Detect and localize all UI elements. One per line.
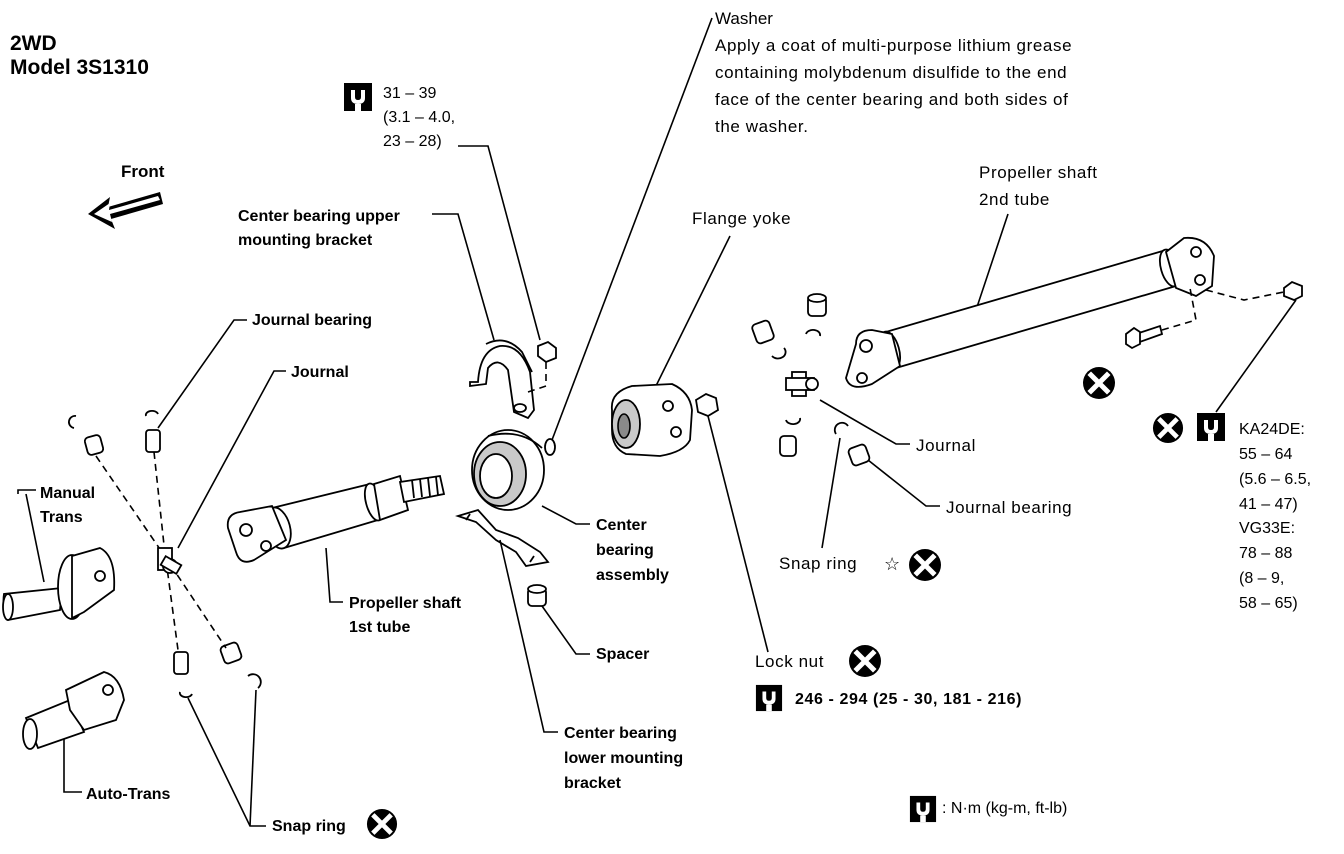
center-assembly-label-3: assembly <box>596 567 669 584</box>
title-line-2: Model 3S1310 <box>10 56 149 79</box>
journal-bearing-left-label: Journal bearing <box>252 312 372 329</box>
center-assembly-label-2: bearing <box>596 542 654 559</box>
flange-bolt <box>1125 287 1197 350</box>
center-assembly-label-1: Center <box>596 517 647 534</box>
upper-bracket-nut <box>527 340 557 393</box>
center-bearing-upper-bracket <box>469 339 535 420</box>
flange-yoke-label: Flange yoke <box>692 209 791 228</box>
front-label: Front <box>121 162 165 181</box>
torque-top-line-3: 23 – 28) <box>383 133 442 150</box>
do-not-reuse-icon-bolt <box>1083 367 1115 399</box>
title-line-1: 2WD <box>10 32 57 55</box>
right-journal-cross <box>785 371 819 397</box>
washer-note-line-4: the washer. <box>715 117 809 136</box>
torque-right-line-5: VG33E: <box>1239 520 1295 537</box>
manual-trans-flange <box>2 547 116 622</box>
torque-right-line-3: (5.6 – 6.5, <box>1239 471 1311 488</box>
flange-yoke <box>610 383 693 457</box>
torque-right-line-1: KA24DE: <box>1239 421 1305 438</box>
auto-trans-yoke <box>22 671 125 750</box>
lower-bracket-label-1: Center bearing <box>564 725 677 742</box>
torque-right-line-6: 78 – 88 <box>1239 545 1292 562</box>
lock-nut <box>695 392 719 418</box>
washer-note-line-3: face of the center bearing and both side… <box>715 90 1068 109</box>
torque-right-line-7: (8 – 9, <box>1239 570 1284 587</box>
lock-nut-label: Lock nut <box>755 652 824 671</box>
shaft-1st-label-2: 1st tube <box>349 619 410 636</box>
do-not-reuse-icon-lock-nut <box>849 645 881 677</box>
torque-right-line-8: 58 – 65) <box>1239 595 1298 612</box>
spacer <box>527 584 547 607</box>
torque-icon-top <box>344 83 372 111</box>
star-icon: ☆ <box>884 554 900 574</box>
torque-right-line-4: 41 – 47) <box>1239 496 1298 513</box>
lower-bracket-label-2: lower mounting <box>564 750 683 767</box>
auto-trans-label: Auto-Trans <box>86 786 171 803</box>
propeller-shaft-1st-tube <box>226 474 446 563</box>
snap-ring-right-label: Snap ring <box>779 554 857 573</box>
washer-heading: Washer <box>715 9 773 28</box>
washer-note-line-1: Apply a coat of multi-purpose lithium gr… <box>715 36 1072 55</box>
journal-bearing-right-label: Journal bearing <box>946 498 1072 517</box>
manual-trans-label-1: Manual <box>40 485 95 502</box>
torque-icon-lock-nut <box>755 684 783 712</box>
front-arrow-icon <box>88 192 163 229</box>
torque-top-line-1: 31 – 39 <box>383 85 436 102</box>
torque-icon-legend <box>909 795 937 823</box>
torque-right-line-2: 55 – 64 <box>1239 446 1292 463</box>
journal-left-label: Journal <box>291 364 349 381</box>
washer-note-line-2: containing molybdenum disulfide to the e… <box>715 63 1067 82</box>
right-journal-bearings <box>751 293 871 467</box>
units-legend: : N·m (kg-m, ft-lb) <box>942 800 1067 817</box>
shaft-1st-label-1: Propeller shaft <box>349 595 462 612</box>
center-bearing-lower-bracket <box>455 508 550 567</box>
torque-icon-right <box>1197 413 1225 441</box>
upper-bracket-label-2: mounting bracket <box>238 232 373 249</box>
flange-nut <box>1205 280 1303 301</box>
do-not-reuse-icon-snap-right <box>909 549 941 581</box>
center-bearing-assembly <box>471 429 545 511</box>
manual-trans-label-2: Trans <box>40 509 83 526</box>
torque-top-line-2: (3.1 – 4.0, <box>383 109 455 126</box>
lower-bracket-label-3: bracket <box>564 775 622 792</box>
spacer-label: Spacer <box>596 646 649 663</box>
snap-ring-left-label: Snap ring <box>272 818 346 835</box>
upper-bracket-label-1: Center bearing upper <box>238 208 400 225</box>
do-not-reuse-icon-snap-left <box>367 809 397 839</box>
shaft-2nd-label-1: Propeller shaft <box>979 163 1098 182</box>
propeller-shaft-2nd-tube <box>845 236 1215 388</box>
shaft-2nd-label-2: 2nd tube <box>979 190 1050 209</box>
lock-nut-torque: 246 - 294 (25 - 30, 181 - 216) <box>795 691 1022 708</box>
left-journal-cross <box>95 451 227 651</box>
do-not-reuse-icon-right <box>1153 413 1183 443</box>
washer <box>544 438 556 456</box>
journal-right-label: Journal <box>916 436 976 455</box>
